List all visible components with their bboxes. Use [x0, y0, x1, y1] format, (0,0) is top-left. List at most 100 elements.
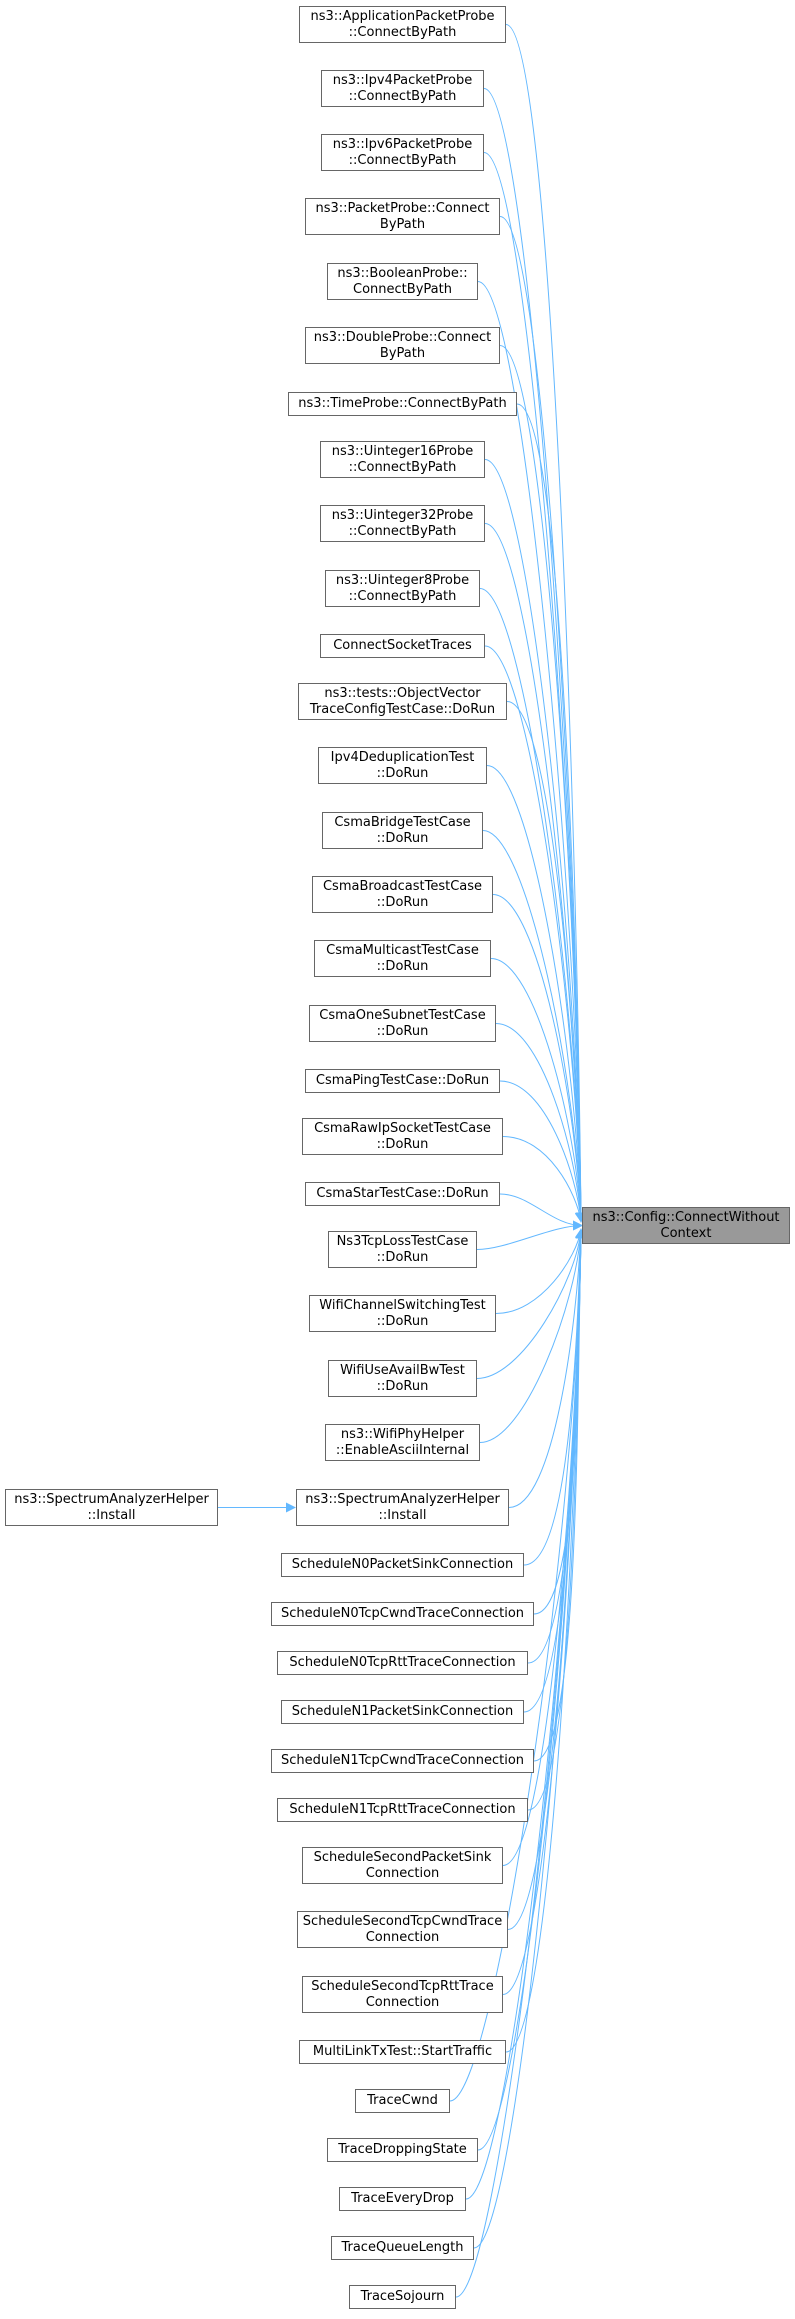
node-label-line: Connection [365, 1865, 440, 1881]
node-label-line: ::DoRun [376, 1378, 429, 1394]
node-label-line: ScheduleN1PacketSinkConnection [291, 1704, 514, 1719]
node-label-line: ::Install [378, 1507, 427, 1523]
node-label-line: ns3::SpectrumAnalyzerHelper [14, 1491, 209, 1507]
caller-node[interactable]: CsmaRawIpSocketTestCase::DoRun [302, 1118, 503, 1155]
node-label-line: ns3::Config::ConnectWithout [592, 1209, 780, 1225]
caller-node[interactable]: Ipv4DeduplicationTest::DoRun [318, 747, 487, 784]
caller-node[interactable]: ns3::Uinteger8Probe::ConnectByPath [325, 570, 480, 607]
caller-node[interactable]: TraceEveryDrop [339, 2187, 466, 2211]
node-label-line: ::ConnectByPath [348, 88, 457, 104]
caller-node[interactable]: WifiChannelSwitchingTest::DoRun [309, 1295, 496, 1332]
call-edge [449, 1228, 586, 2102]
node-label-line: ScheduleN1TcpCwndTraceConnection [280, 1753, 525, 1768]
caller-node[interactable]: CsmaBridgeTestCase::DoRun [322, 812, 483, 849]
node-label-line: Ipv4DeduplicationTest [330, 749, 475, 765]
call-edge [492, 894, 586, 1223]
node-label-line: TraceConfigTestCase::DoRun [309, 701, 496, 717]
call-edge [476, 1220, 583, 1250]
node-label-line: CsmaMulticastTestCase [326, 942, 479, 958]
caller-node[interactable]: CsmaMulticastTestCase::DoRun [314, 940, 491, 977]
call-edge [484, 459, 586, 1223]
call-edge [506, 701, 586, 1223]
call-edge [508, 1228, 586, 1508]
call-edge [455, 1228, 586, 2298]
node-label-line: ns3::Ipv4PacketProbe [332, 72, 473, 88]
node-label-line: MultiLinkTxTest::StartTraffic [312, 2044, 493, 2059]
call-edge [523, 1228, 586, 1566]
caller-node[interactable]: Ns3TcpLossTestCase::DoRun [328, 1231, 477, 1268]
caller-node[interactable]: CsmaBroadcastTestCase::DoRun [312, 876, 493, 913]
caller-node[interactable]: ns3::Uinteger32Probe::ConnectByPath [320, 505, 485, 542]
node-label-line: ns3::BooleanProbe:: [337, 265, 468, 281]
node-label-line: Context [660, 1225, 712, 1241]
caller-node[interactable]: TraceCwnd [355, 2089, 450, 2113]
node-label-line: ns3::DoubleProbe::Connect [313, 329, 492, 345]
node-label-line: CsmaOneSubnetTestCase [319, 1007, 486, 1023]
node-label-line: Ns3TcpLossTestCase [336, 1233, 469, 1249]
caller-node[interactable]: ns3::WifiPhyHelper::EnableAsciiInternal [325, 1424, 480, 1461]
caller-node[interactable]: ScheduleN1PacketSinkConnection [281, 1700, 524, 1724]
node-label-line: CsmaBridgeTestCase [334, 814, 471, 830]
node-label-line: ScheduleSecondTcpCwndTrace [302, 1913, 503, 1929]
call-edge [495, 1228, 585, 1314]
node-label-line: CsmaStarTestCase::DoRun [316, 1186, 489, 1201]
caller-node[interactable]: ScheduleN0TcpRttTraceConnection [277, 1651, 528, 1675]
caller-node[interactable]: TraceDroppingState [327, 2138, 478, 2162]
caller-node[interactable]: ConnectSocketTraces [320, 634, 485, 658]
call-edge [495, 1023, 586, 1223]
node-label-line: ns3::tests::ObjectVector [324, 685, 481, 701]
node-label-line: ::ConnectByPath [348, 152, 457, 168]
node-label-line: ns3::Uinteger16Probe [331, 443, 474, 459]
caller-node[interactable]: ScheduleN1TcpRttTraceConnection [277, 1798, 528, 1822]
caller-node[interactable]: ns3::Ipv6PacketProbe::ConnectByPath [321, 134, 484, 171]
caller-node[interactable]: TraceSojourn [349, 2285, 456, 2309]
caller-node[interactable]: CsmaPingTestCase::DoRun [305, 1069, 500, 1093]
caller-node[interactable]: CsmaOneSubnetTestCase::DoRun [309, 1005, 496, 1042]
node-label-line: ns3::PacketProbe::Connect [315, 200, 490, 216]
node-label-line: ::ConnectByPath [348, 459, 457, 475]
caller-node[interactable]: ns3::BooleanProbe::ConnectByPath [327, 263, 478, 300]
caller-node[interactable]: ns3::TimeProbe::ConnectByPath [288, 392, 517, 416]
node-label-line: TraceCwnd [367, 2093, 438, 2108]
node-label-line: TraceQueueLength [341, 2240, 464, 2255]
caller-node[interactable]: ns3::SpectrumAnalyzerHelper::Install [5, 1489, 218, 1526]
node-label-line: ::ConnectByPath [348, 588, 457, 604]
node-label-line: ns3::Uinteger32Probe [331, 507, 474, 523]
node-label-line: ::DoRun [376, 894, 429, 910]
node-label-line: ::DoRun [376, 1136, 429, 1152]
node-label-line: ConnectSocketTraces [333, 638, 472, 653]
caller-node[interactable]: WifiUseAvailBwTest::DoRun [328, 1360, 477, 1397]
caller-node[interactable]: CsmaStarTestCase::DoRun [305, 1182, 500, 1206]
node-label-line: ::ConnectByPath [348, 523, 457, 539]
caller-node[interactable]: ScheduleN0PacketSinkConnection [281, 1553, 524, 1577]
node-label-line: ::EnableAsciiInternal [335, 1442, 470, 1458]
caller-node[interactable]: ns3::Ipv4PacketProbe::ConnectByPath [321, 70, 484, 107]
node-label-line: ns3::SpectrumAnalyzerHelper [305, 1491, 500, 1507]
node-label-line: ::Install [87, 1507, 136, 1523]
caller-node[interactable]: TraceQueueLength [331, 2236, 474, 2260]
caller-node[interactable]: ScheduleN0TcpCwndTraceConnection [271, 1602, 534, 1626]
caller-node[interactable]: ScheduleN1TcpCwndTraceConnection [271, 1749, 534, 1773]
call-edge [533, 1228, 586, 1762]
node-label-line: ns3::Ipv6PacketProbe [332, 136, 473, 152]
caller-node[interactable]: ns3::Uinteger16Probe::ConnectByPath [320, 441, 485, 478]
call-edge [502, 1136, 585, 1223]
call-edge [490, 958, 586, 1223]
node-label-line: Connection [365, 1994, 440, 2010]
call-edge [499, 1080, 586, 1223]
node-label-line: Connection [365, 1929, 440, 1945]
caller-node[interactable]: ns3::SpectrumAnalyzerHelper::Install [296, 1489, 509, 1526]
node-label-line: ns3::Uinteger8Probe [335, 572, 470, 588]
caller-node[interactable]: ns3::ApplicationPacketProbe::ConnectByPa… [299, 6, 506, 43]
node-label-line: ::DoRun [376, 1249, 429, 1265]
caller-node[interactable]: MultiLinkTxTest::StartTraffic [299, 2040, 506, 2064]
node-label-line: ::DoRun [376, 830, 429, 846]
node-label-line: ByPath [379, 345, 426, 361]
